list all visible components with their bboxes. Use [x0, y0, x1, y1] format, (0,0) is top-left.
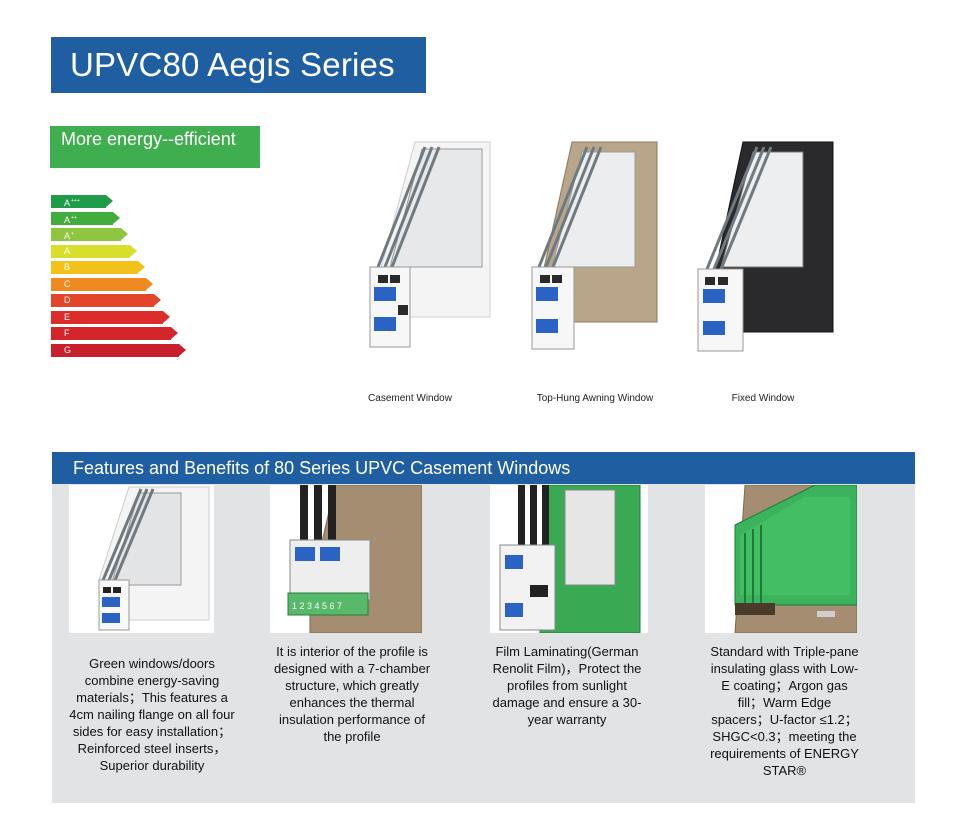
- energy-class-arrow: [138, 261, 145, 273]
- energy-class-arrow: [163, 310, 170, 323]
- feature-image-white-profile: [69, 485, 214, 633]
- energy-class-arrow: [154, 294, 161, 306]
- energy-class-arrow: [179, 343, 186, 356]
- energy-class-arrow: [146, 277, 153, 290]
- energy-class-letter: G: [64, 344, 72, 355]
- energy-class-letter: F: [64, 328, 70, 338]
- energy-class-bar: E: [51, 310, 170, 324]
- casement-window-image: [360, 137, 515, 377]
- caption-top-hung-awning-window: Top-Hung Awning Window: [536, 393, 654, 404]
- energy-class-bar: D: [51, 294, 161, 307]
- energy-class-bar: B: [51, 261, 145, 274]
- energy-class-letter: A: [64, 231, 71, 241]
- feature-text-green-windows: Green windows/doors combine energy-savin…: [69, 656, 235, 773]
- features-panel: Features and Benefits of 80 Series UPVC …: [52, 452, 915, 803]
- energy-class-letter: C: [64, 278, 71, 289]
- feature-image-laminated-film: [490, 485, 648, 633]
- energy-class-sup: +++: [71, 198, 80, 204]
- energy-class-bar: F: [51, 327, 178, 340]
- feature-text-film-laminating: Film Laminating(German Renolit Film)，Pro…: [492, 644, 642, 727]
- energy-class-arrow: [106, 195, 113, 207]
- feature-text-7-chamber: It is interior of the profile is designe…: [273, 644, 431, 744]
- energy-class-letter: A: [64, 245, 71, 256]
- energy-class-arrow: [121, 228, 128, 240]
- energy-class-letter: E: [64, 311, 71, 322]
- energy-class-bar: A+++: [51, 195, 113, 208]
- svg-text:1 2 3 4 5 6 7: 1 2 3 4 5 6 7: [292, 601, 342, 611]
- feature-image-7-chamber-profile: 1 2 3 4 5 6 7: [270, 485, 422, 633]
- energy-class-sup: ++: [71, 214, 77, 221]
- energy-class-letter: A: [64, 214, 71, 225]
- energy-class-bar: G: [51, 343, 186, 357]
- energy-class-bar: C: [51, 277, 153, 291]
- energy-class-arrow: [130, 244, 137, 257]
- feature-text-triple-pane: Standard with Triple-pane insulating gla…: [710, 644, 859, 778]
- page-title: UPVC80 Aegis Series: [51, 37, 426, 93]
- energy-class-letter: A: [64, 198, 71, 208]
- energy-class-letter: D: [64, 295, 71, 305]
- energy-class-arrow: [113, 211, 120, 224]
- top-hung-awning-window-image: [517, 137, 677, 377]
- energy-class-bar: A: [51, 244, 137, 258]
- efficiency-label: More energy--efficient: [50, 126, 260, 168]
- fixed-window-image: [683, 137, 848, 377]
- energy-class-bar: A++: [51, 211, 120, 225]
- energy-class-sup: +: [71, 231, 74, 237]
- energy-class-bar: A+: [51, 228, 128, 241]
- features-heading: Features and Benefits of 80 Series UPVC …: [52, 452, 915, 484]
- caption-casement-window: Casement Window: [368, 393, 452, 404]
- energy-class-letter: B: [64, 262, 71, 272]
- energy-class-arrow: [171, 327, 178, 339]
- caption-fixed-window: Fixed Window: [731, 393, 795, 404]
- feature-image-triple-pane-glass: [705, 485, 857, 633]
